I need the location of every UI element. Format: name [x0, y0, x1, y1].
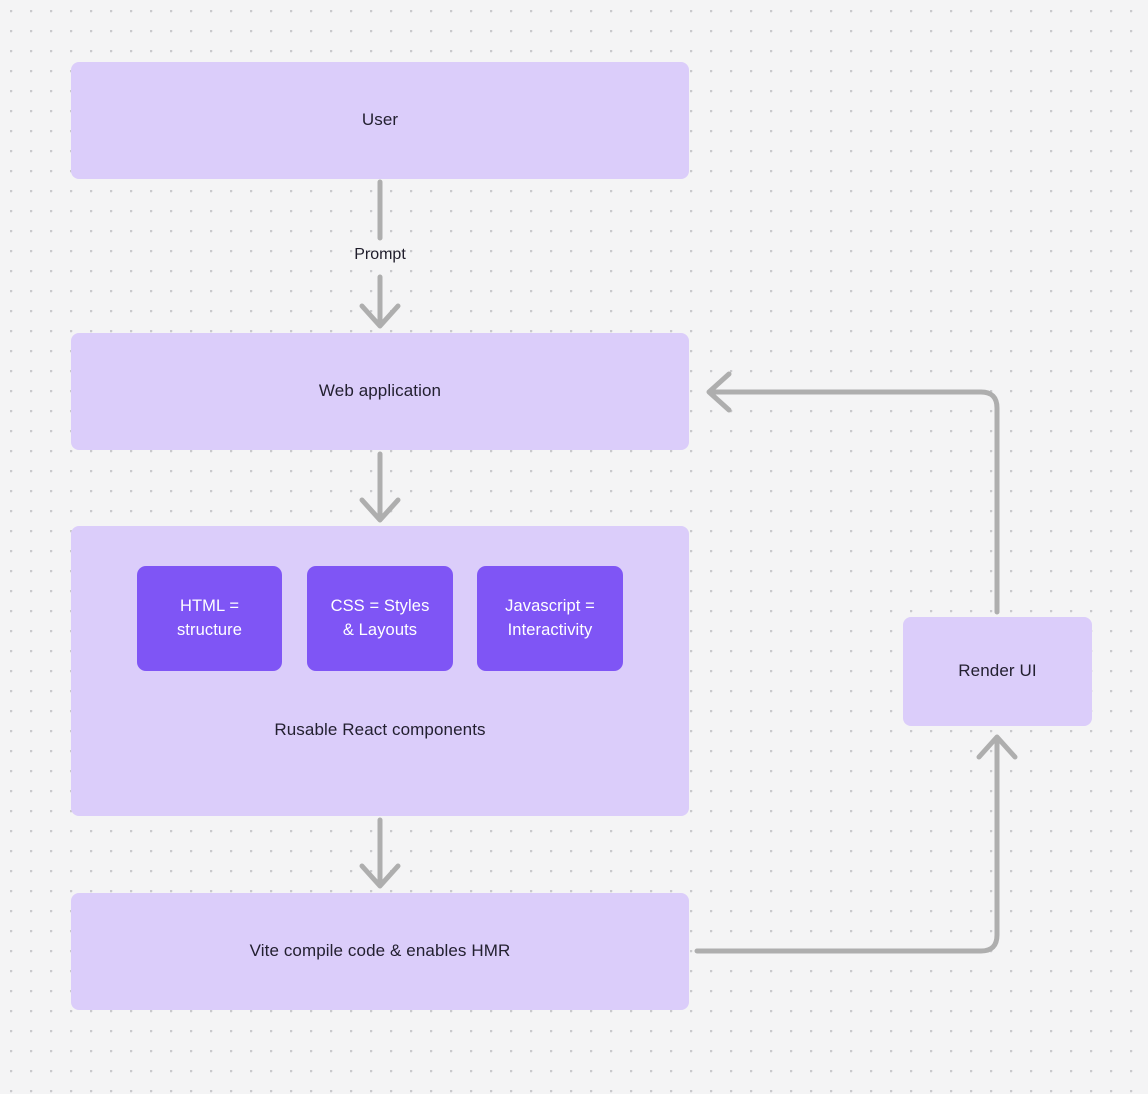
- node-user-label: User: [361, 110, 399, 130]
- node-html-block[interactable]: HTML = structure: [137, 566, 282, 671]
- edge-render-ui-to-web-application: [706, 371, 1000, 615]
- edge-vite-to-render-ui: [694, 734, 1018, 954]
- node-components-group-label: Rusable React components: [274, 720, 486, 739]
- edge-label-prompt: Prompt: [330, 246, 430, 264]
- edge-components-to-vite: [359, 817, 401, 889]
- node-render-ui-label: Render UI: [958, 661, 1037, 681]
- node-css-block[interactable]: CSS = Styles & Layouts: [307, 566, 453, 671]
- node-javascript-block[interactable]: Javascript = Interactivity: [477, 566, 623, 671]
- node-vite[interactable]: Vite compile code & enables HMR: [71, 893, 689, 1010]
- node-render-ui[interactable]: Render UI: [903, 617, 1092, 726]
- edge-label-prompt-text: Prompt: [354, 246, 406, 263]
- node-vite-label: Vite compile code & enables HMR: [249, 941, 511, 961]
- node-html-block-label: HTML = structure: [176, 597, 243, 639]
- node-web-application[interactable]: Web application: [71, 333, 689, 450]
- node-components-group[interactable]: HTML = structure CSS = Styles & Layouts …: [71, 526, 689, 816]
- node-css-block-label: CSS = Styles & Layouts: [330, 597, 430, 639]
- node-web-application-label: Web application: [318, 381, 442, 401]
- node-user[interactable]: User: [71, 62, 689, 179]
- edge-web-application-to-components: [359, 451, 401, 523]
- node-javascript-block-label: Javascript = Interactivity: [505, 597, 595, 639]
